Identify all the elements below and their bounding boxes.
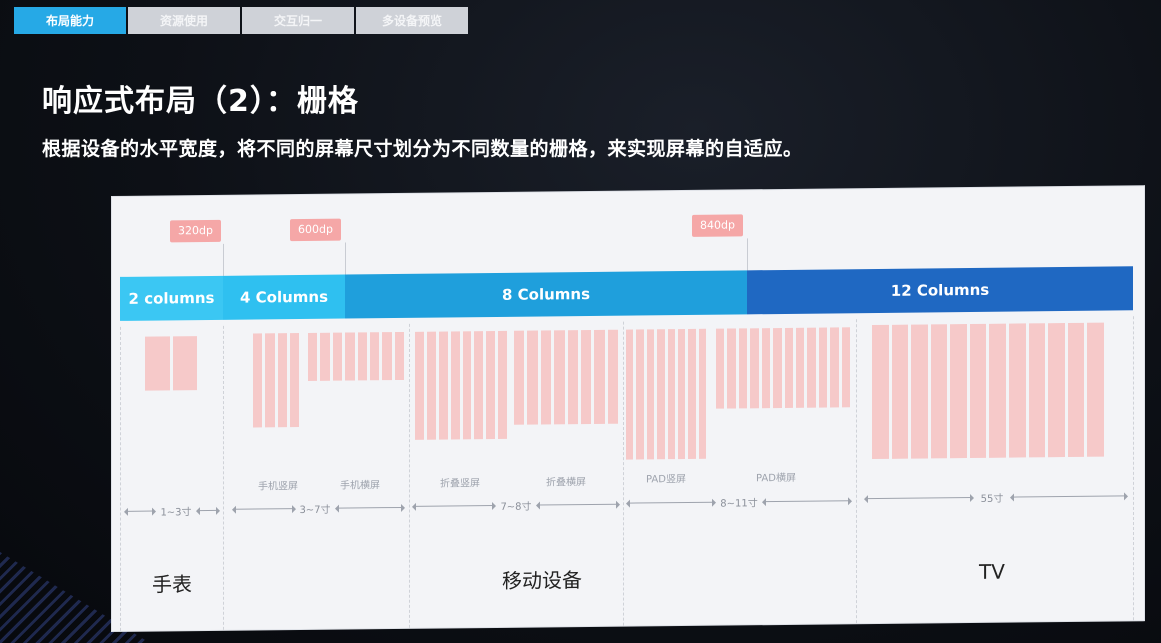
size-tv: 55寸	[980, 493, 1004, 505]
label-phone-portrait: 手机竖屏	[258, 481, 298, 493]
size-arrow-right	[538, 503, 618, 506]
watch-grid	[145, 336, 197, 391]
label-pad-portrait: PAD竖屏	[646, 473, 686, 486]
tv-grid	[872, 322, 1104, 460]
tab-layout[interactable]: 布局能力	[14, 7, 126, 34]
grid-diagram-panel: 320dp 600dp 840dp 2 columns 4 Columns 8 …	[112, 186, 1144, 632]
size-phone: 3~7寸	[299, 504, 331, 517]
size-arrow-right	[764, 500, 850, 503]
size-arrow-left	[414, 504, 494, 507]
label-fold-portrait: 折叠竖屏	[440, 478, 480, 490]
size-arrow-right	[198, 509, 218, 512]
phone-landscape-grid	[308, 331, 404, 381]
label-phone-landscape: 手机横屏	[340, 480, 380, 492]
breakpoint-line-600	[345, 242, 346, 275]
pad-portrait-grid	[626, 328, 706, 460]
tab-interaction[interactable]: 交互归一	[242, 7, 354, 34]
pad-landscape-grid	[716, 327, 851, 409]
columns-2-bar: 2 columns	[120, 275, 223, 321]
slide-title: 响应式布局（2）：栅格	[42, 84, 359, 119]
phone-portrait-grid	[253, 333, 299, 428]
tab-resources[interactable]: 资源使用	[128, 7, 240, 34]
top-tab-bar: 布局能力 资源使用 交互归一 多设备预览	[14, 7, 468, 34]
breakpoint-600: 600dp	[290, 218, 341, 242]
category-mobile: 移动设备	[502, 568, 582, 593]
size-arrow-right	[337, 506, 403, 509]
columns-4-bar: 4 Columns	[223, 274, 345, 320]
category-tv: TV	[979, 559, 1005, 584]
columns-12-bar: 12 Columns	[747, 266, 1133, 315]
label-pad-landscape: PAD横屏	[756, 472, 796, 485]
separator	[409, 323, 410, 628]
size-arrow-left	[126, 510, 154, 512]
category-watch: 手表	[152, 572, 192, 597]
tab-multidevice-preview[interactable]: 多设备预览	[356, 7, 468, 34]
size-pad: 8~11寸	[720, 498, 758, 510]
breakpoint-320: 320dp	[170, 219, 221, 243]
size-arrow-right	[1012, 495, 1126, 498]
size-arrow-left	[866, 496, 972, 500]
columns-8-bar: 8 Columns	[345, 270, 747, 319]
breakpoint-line-840	[747, 238, 748, 271]
fold-portrait-grid	[415, 330, 507, 440]
separator	[1133, 316, 1134, 621]
separator	[856, 319, 857, 624]
fold-landscape-grid	[514, 329, 618, 425]
size-fold: 7~8寸	[500, 501, 532, 513]
separator	[223, 325, 224, 630]
breakpoint-line-320	[223, 243, 224, 276]
slide-subtitle: 根据设备的水平宽度，将不同的屏幕尺寸划分为不同数量的栅格，来实现屏幕的自适应。	[42, 138, 803, 160]
size-watch: 1~3寸	[160, 507, 192, 519]
size-arrow-left	[628, 501, 714, 504]
label-fold-landscape: 折叠横屏	[546, 477, 586, 489]
breakpoint-840: 840dp	[692, 214, 743, 237]
size-arrow-left	[234, 508, 294, 510]
separator	[120, 326, 121, 631]
